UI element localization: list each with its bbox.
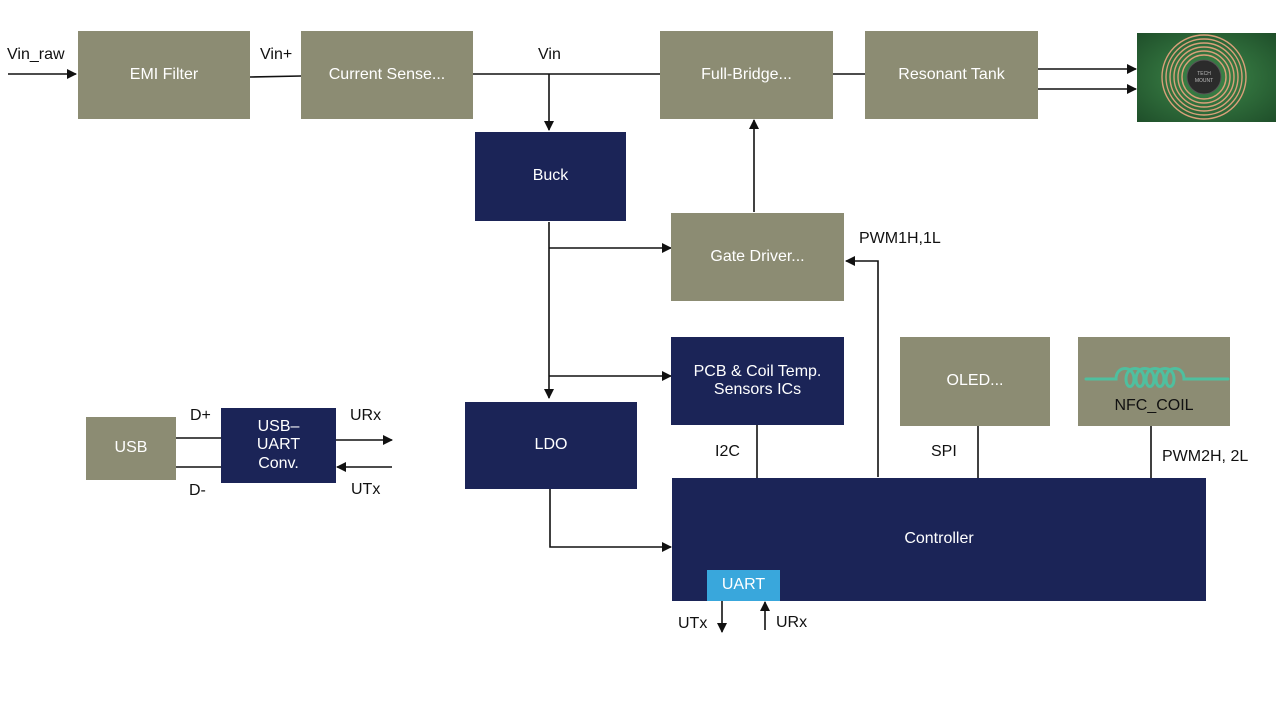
label-d-minus: D- bbox=[189, 482, 206, 499]
label-urx-bottom: URx bbox=[776, 614, 808, 631]
coil-marking: TECH bbox=[1197, 71, 1211, 77]
wire-ldo-controller bbox=[549, 489, 672, 552]
label-vin-raw: Vin_raw bbox=[7, 46, 65, 63]
buck-block: Buck bbox=[475, 132, 626, 221]
wire-pwm1 bbox=[845, 256, 879, 477]
label-urx-out: URx bbox=[350, 407, 382, 424]
emi-filter-block: EMI Filter bbox=[78, 31, 250, 119]
wireless-charging-coil-photo: TECH MOUNT bbox=[1137, 33, 1276, 122]
usb-block: USB bbox=[86, 417, 176, 480]
label-vin: Vin bbox=[538, 46, 561, 63]
oled-block: OLED... bbox=[900, 337, 1050, 426]
pcb-coil-temp-sensors-block: PCB & Coil Temp. Sensors ICs bbox=[671, 337, 844, 425]
usb-uart-converter-block: USB– UART Conv. bbox=[221, 408, 336, 483]
wire-vin-plus bbox=[249, 75, 302, 78]
label-pwm2: PWM2H, 2L bbox=[1162, 448, 1249, 465]
label-pwm1: PWM1H,1L bbox=[859, 230, 941, 247]
label-d-plus: D+ bbox=[190, 407, 211, 424]
resonant-tank-block: Resonant Tank bbox=[865, 31, 1038, 119]
nfc-coil-label: NFC_COIL bbox=[1114, 397, 1194, 414]
current-sense-block: Current Sense... bbox=[301, 31, 473, 119]
full-bridge-block: Full-Bridge... bbox=[660, 31, 833, 119]
label-spi: SPI bbox=[931, 443, 957, 460]
label-utx-bottom: UTx bbox=[678, 615, 708, 632]
inductor-coil-icon bbox=[1084, 367, 1230, 388]
label-utx-in: UTx bbox=[351, 481, 381, 498]
label-vin-plus: Vin+ bbox=[260, 46, 293, 63]
controller-label: Controller bbox=[904, 530, 974, 548]
label-i2c: I2C bbox=[715, 443, 740, 460]
nfc-coil-block: NFC_COIL bbox=[1078, 337, 1230, 426]
gate-driver-block: Gate Driver... bbox=[671, 213, 844, 301]
svg-text:MOUNT: MOUNT bbox=[1195, 78, 1213, 84]
ldo-block: LDO bbox=[465, 402, 637, 489]
uart-block: UART bbox=[707, 570, 780, 601]
